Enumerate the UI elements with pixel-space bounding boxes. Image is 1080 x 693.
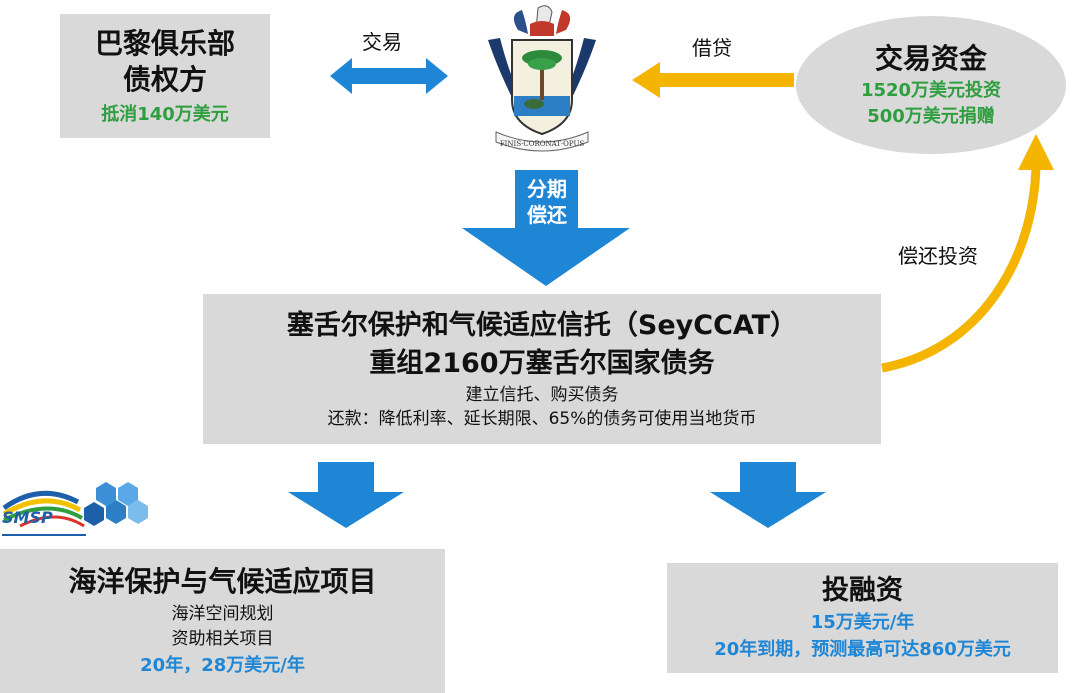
creditor-note: 抵消140万美元 xyxy=(101,104,229,125)
fund-title: 交易资金 xyxy=(874,42,987,75)
loan-label: 借贷 xyxy=(692,36,732,60)
ocean-down-arrow xyxy=(288,462,404,528)
smsp-logo-icon xyxy=(2,482,148,536)
fund-investment: 1520万美元投资 xyxy=(860,80,1002,101)
fund-donation: 500万美元捐赠 xyxy=(867,106,995,127)
trust-line4: 还款：降低利率、延长期限、65%的债务可使用当地货币 xyxy=(327,409,757,429)
invest-line2: 15万美元/年 xyxy=(810,612,915,633)
installment-label: 分期 偿还 xyxy=(512,176,582,228)
loan-arrow xyxy=(632,62,794,98)
ocean-title: 海洋保护与气候适应项目 xyxy=(68,565,377,598)
ocean-line2: 海洋空间规划 xyxy=(171,604,274,624)
repay-curve-arrow xyxy=(881,164,1041,373)
smsp-logo-text: SMSP xyxy=(2,508,53,527)
repay-investment-label: 偿还投资 xyxy=(898,244,978,268)
invest-down-arrow xyxy=(710,462,826,528)
seyccat-trust-box: 塞舌尔保护和气候适应信托（SeyCCAT） 重组2160万塞舌尔国家债务 建立信… xyxy=(203,294,881,444)
investment-financing-box: 投融资 15万美元/年 20年到期，预测最高可达860万美元 xyxy=(667,563,1058,673)
installment-label-line1: 分期 xyxy=(527,177,567,201)
creditor-title-line2: 债权方 xyxy=(122,63,207,96)
trust-title-line2: 重组2160万塞舌尔国家债务 xyxy=(369,348,715,379)
installment-label-line2: 偿还 xyxy=(527,203,567,227)
invest-line3: 20年到期，预测最高可达860万美元 xyxy=(714,639,1011,660)
invest-title: 投融资 xyxy=(822,575,903,606)
transaction-fund-ellipse: 交易资金 1520万美元投资 500万美元捐赠 xyxy=(796,16,1066,154)
exchange-label: 交易 xyxy=(362,30,402,54)
seal-motto: FINIS·CORONAT·OPUS xyxy=(500,140,585,148)
trust-line3: 建立信托、购买债务 xyxy=(465,385,619,405)
seychelles-coat-of-arms-icon: FINIS·CORONAT·OPUS xyxy=(488,5,596,152)
trust-title-line1: 塞舌尔保护和气候适应信托（SeyCCAT） xyxy=(286,310,798,341)
exchange-double-arrow xyxy=(330,58,448,94)
ocean-protection-box: 海洋保护与气候适应项目 海洋空间规划 资助相关项目 20年，28万美元/年 xyxy=(0,549,445,693)
installment-down-arrow xyxy=(462,170,630,286)
paris-club-creditor-box: 巴黎俱乐部 债权方 抵消140万美元 xyxy=(60,14,270,138)
repay-curve-arrowhead xyxy=(1018,134,1054,170)
creditor-title-line1: 巴黎俱乐部 xyxy=(94,27,235,60)
ocean-line3: 资助相关项目 xyxy=(171,629,274,649)
ocean-line4: 20年，28万美元/年 xyxy=(140,655,305,676)
